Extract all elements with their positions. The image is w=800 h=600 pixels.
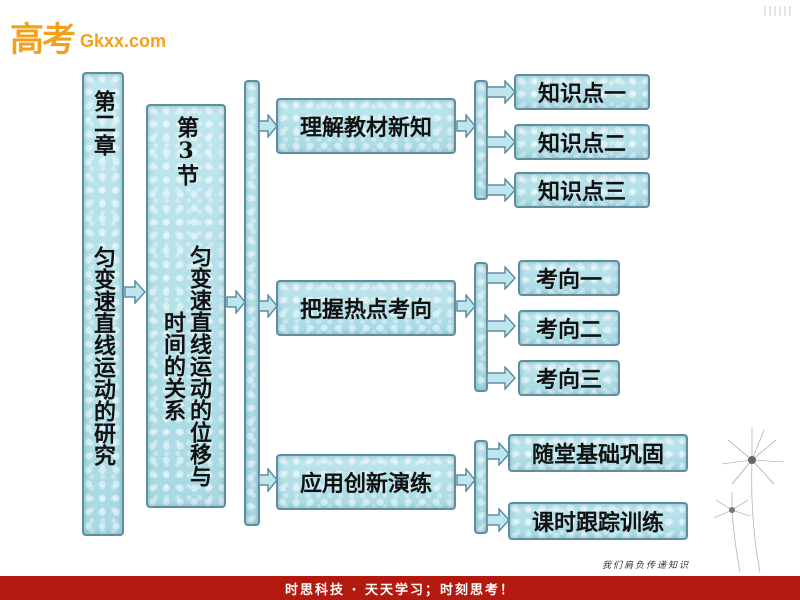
footer-text: 时思科技 · 天天学习；时刻思考！ <box>285 582 515 598</box>
item-1-3[interactable]: 知识点三 <box>514 172 650 208</box>
arrow-right-icon <box>486 130 516 154</box>
item-2-2[interactable]: 考向二 <box>518 310 620 346</box>
arrow-right-icon <box>124 280 146 304</box>
group-title-1: 理解教材新知 <box>299 115 432 141</box>
chapter-label: 第二章 <box>90 90 116 156</box>
item-3-2[interactable]: 课时跟踪训练 <box>508 502 688 540</box>
item-1-1[interactable]: 知识点一 <box>514 74 650 110</box>
arrow-right-icon <box>258 468 278 492</box>
arrow-right-icon <box>486 508 510 532</box>
arrow-right-icon <box>456 114 476 138</box>
item-3-1[interactable]: 随堂基础巩固 <box>508 434 688 472</box>
arrow-right-icon <box>258 114 278 138</box>
arrow-right-icon <box>486 178 516 202</box>
bracket-3 <box>474 440 488 534</box>
item-label: 考向二 <box>535 317 602 343</box>
item-label: 考向一 <box>535 267 602 293</box>
chapter-title: 匀变速直线运动的研究 <box>90 246 116 466</box>
arrow-right-icon <box>226 290 246 314</box>
dandelion-icon <box>713 428 785 573</box>
motto: 我们肩负传递知识 <box>602 561 691 571</box>
group-box-1[interactable]: 理解教材新知 <box>276 98 456 154</box>
arrow-right-icon <box>486 314 516 338</box>
section-title: 匀变速直线运动的位移与时间的关系 <box>160 245 212 487</box>
decorative-dots <box>764 6 794 16</box>
arrow-right-icon <box>456 468 476 492</box>
group-title-3: 应用创新演练 <box>299 471 432 497</box>
group-box-2[interactable]: 把握热点考向 <box>276 280 456 336</box>
arrow-right-icon <box>486 80 516 104</box>
arrow-right-icon <box>486 366 516 390</box>
footer-bar: 时思科技 · 天天学习；时刻思考！ <box>0 576 800 600</box>
arrow-right-icon <box>456 294 476 318</box>
item-label: 知识点二 <box>537 131 626 157</box>
item-label: 课时跟踪训练 <box>531 510 664 536</box>
group-title-2: 把握热点考向 <box>299 297 432 323</box>
section-label: 第3节 <box>173 116 199 186</box>
chapter-box[interactable]: 第二章 匀变速直线运动的研究 <box>82 72 124 536</box>
item-2-3[interactable]: 考向三 <box>518 360 620 396</box>
section-box[interactable]: 第3节 匀变速直线运动的位移与时间的关系 <box>146 104 226 508</box>
item-label: 考向三 <box>535 367 602 393</box>
group-box-3[interactable]: 应用创新演练 <box>276 454 456 510</box>
logo: 高考 Gkxx.com <box>10 12 166 61</box>
arrow-right-icon <box>486 266 516 290</box>
item-2-1[interactable]: 考向一 <box>518 260 620 296</box>
item-label: 知识点三 <box>537 179 626 205</box>
item-label: 知识点一 <box>537 81 626 107</box>
arrow-right-icon <box>258 294 278 318</box>
arrow-right-icon <box>486 442 510 466</box>
item-1-2[interactable]: 知识点二 <box>514 124 650 160</box>
item-label: 随堂基础巩固 <box>531 442 664 468</box>
logo-text-en: Gkxx.com <box>80 31 167 51</box>
logo-text-cn: 高考 <box>10 20 76 60</box>
